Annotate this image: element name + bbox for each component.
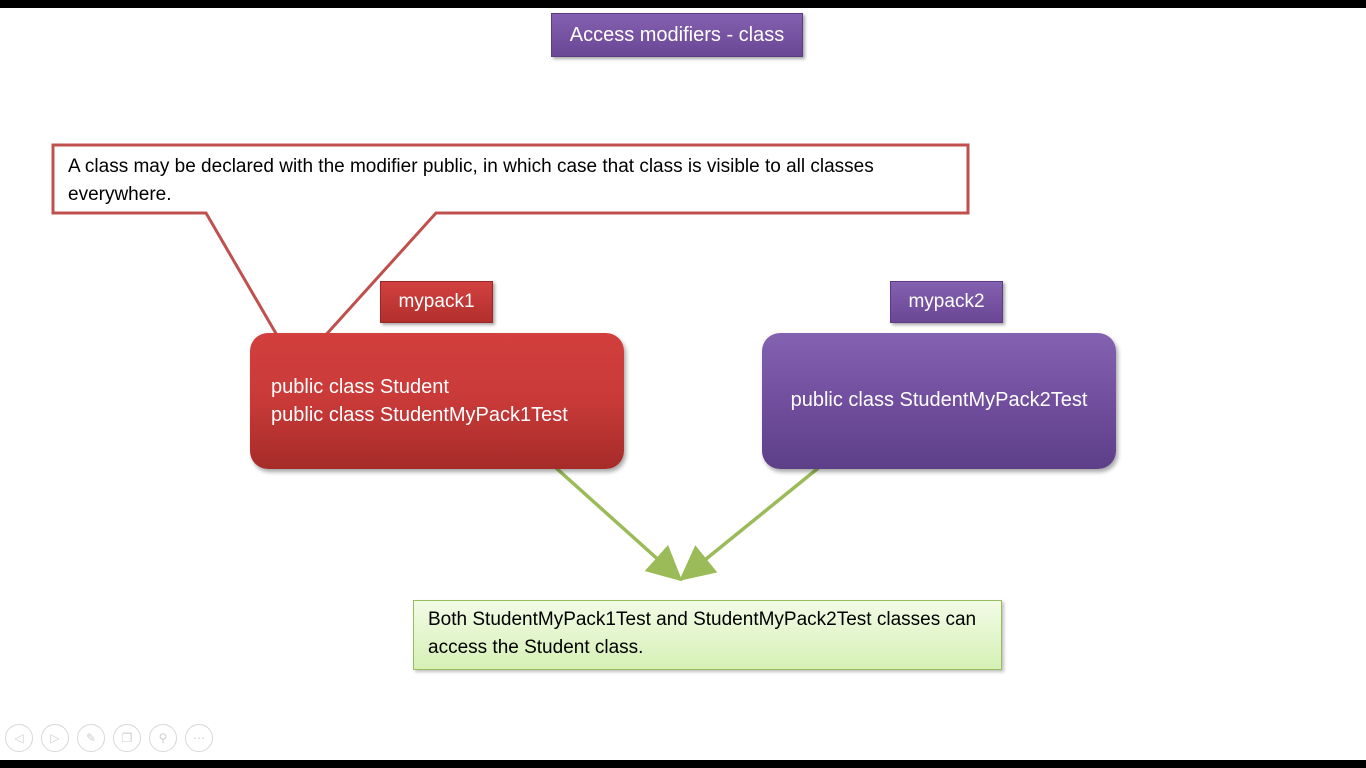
package-box-mypack1: public class Student public class Studen…	[250, 333, 624, 469]
package-box-mypack2: public class StudentMyPack2Test	[762, 333, 1116, 469]
callout-shape	[51, 143, 970, 582]
result-box: Both StudentMyPack1Test and StudentMyPac…	[413, 600, 1002, 670]
class-declaration: public class StudentMyPack1Test	[271, 404, 568, 426]
package-label-mypack1: mypack1	[380, 281, 493, 323]
more-icon[interactable]: ⋯	[185, 724, 213, 752]
result-text: Both StudentMyPack1Test and StudentMyPac…	[428, 609, 977, 658]
callout-outline	[51, 143, 970, 371]
slide-title: Access modifiers - class	[551, 13, 803, 57]
package-label-text: mypack1	[398, 291, 475, 312]
slide: Access modifiers - class A class may be …	[0, 8, 1366, 760]
zoom-icon[interactable]: ⚲	[149, 724, 177, 752]
slideshow-nav: ◁ ▷ ✎ ❐ ⚲ ⋯	[5, 724, 213, 752]
slides-icon[interactable]: ❐	[113, 724, 141, 752]
callout-text: A class may be declared with the modifie…	[68, 156, 874, 205]
package-label-text: mypack2	[908, 291, 985, 312]
previous-icon[interactable]: ◁	[5, 724, 33, 752]
next-icon[interactable]: ▷	[41, 724, 69, 752]
pen-icon[interactable]: ✎	[77, 724, 105, 752]
class-declaration: public class StudentMyPack2Test	[790, 389, 1088, 411]
class-declaration: public class Student	[271, 376, 449, 398]
package-label-mypack2: mypack2	[890, 281, 1003, 323]
slide-title-text: Access modifiers - class	[569, 24, 785, 46]
